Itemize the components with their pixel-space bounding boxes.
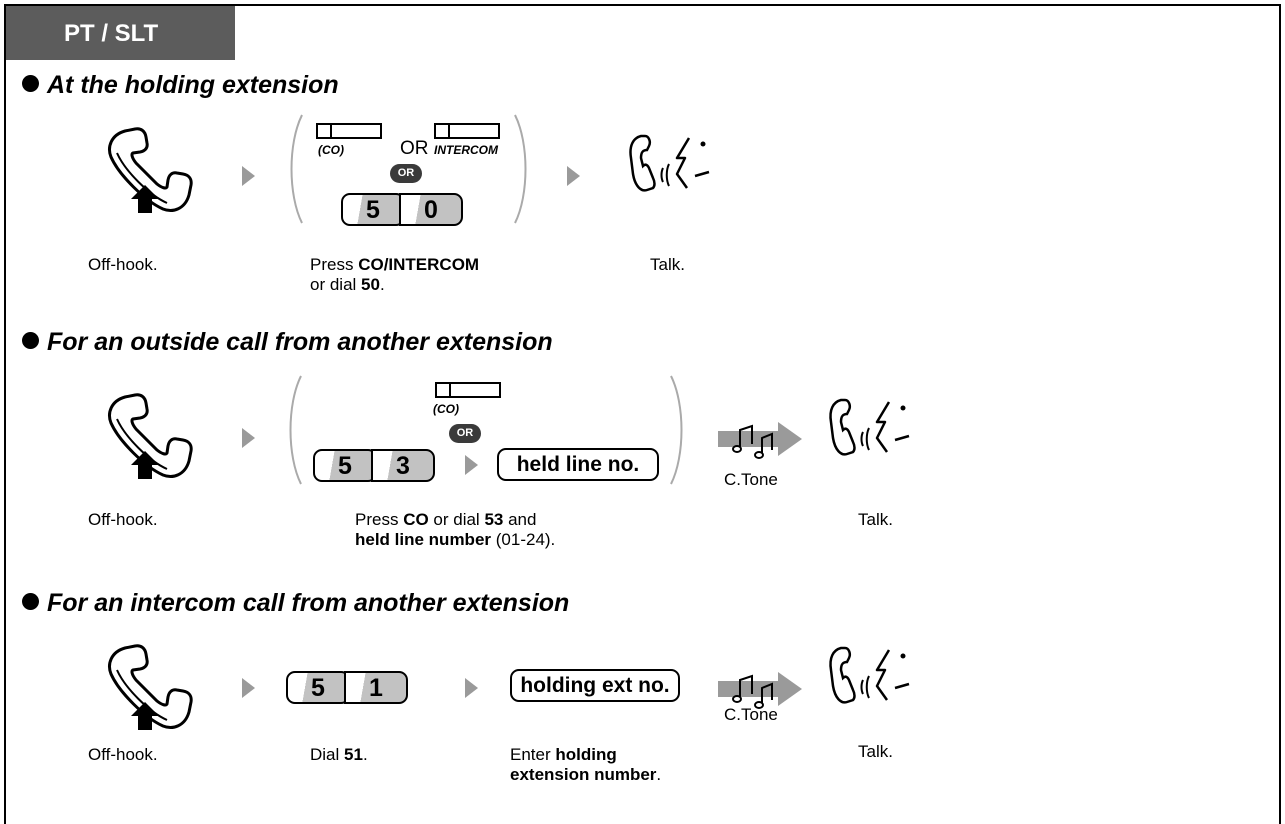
caption-press: Press CO or dial 53 and held line number… — [355, 510, 556, 549]
section-2-title: For an outside call from another extensi… — [22, 328, 553, 357]
confirmation-tone-icon — [718, 672, 802, 709]
option-bracket — [289, 375, 683, 485]
off-hook-handset-icon — [108, 644, 193, 730]
bullet-icon — [22, 332, 39, 349]
caption-enter: Enter holding extension number. — [510, 745, 662, 784]
arrow-icon — [465, 455, 478, 475]
confirmation-tone-icon — [718, 422, 802, 459]
talk-icon — [829, 398, 910, 456]
caption-offhook: Off-hook. — [88, 745, 158, 764]
caption-offhook: Off-hook. — [88, 510, 158, 529]
section-1-title: At the holding extension — [22, 71, 339, 100]
caption-press: Press CO/INTERCOM or dial 50. — [310, 255, 480, 294]
header-tab: PT / SLT — [6, 6, 235, 60]
arrow-icon — [242, 678, 255, 698]
off-hook-handset-icon — [108, 127, 193, 213]
intercom-key-label: INTERCOM — [434, 143, 498, 157]
co-key-label: (CO) — [318, 143, 344, 157]
header-title: PT / SLT — [64, 20, 159, 47]
co-key-label: (CO) — [433, 402, 459, 416]
holding-ext-key: holding ext no. — [510, 669, 680, 702]
arrow-icon — [242, 166, 255, 186]
or-badge: OR — [449, 424, 481, 443]
bullet-icon — [22, 593, 39, 610]
digit-key: 3 — [371, 449, 435, 482]
arrow-icon — [242, 428, 255, 448]
digit-key: 5 — [341, 193, 405, 226]
or-badge: OR — [390, 164, 422, 183]
option-bracket — [290, 114, 527, 224]
co-line-key-icon — [316, 123, 382, 139]
dial-50-keys: 5 0 — [341, 193, 469, 228]
bullet-icon — [22, 75, 39, 92]
talk-icon — [629, 134, 710, 192]
page-frame — [4, 4, 1281, 824]
off-hook-handset-icon — [108, 393, 193, 479]
caption-talk: Talk. — [858, 510, 893, 529]
digit-key: 5 — [313, 449, 377, 482]
caption-talk: Talk. — [650, 255, 685, 274]
section-3-title: For an intercom call from another extens… — [22, 589, 569, 618]
arrow-icon — [567, 166, 580, 186]
or-text: OR — [400, 138, 429, 159]
digit-key: 1 — [344, 671, 408, 704]
talk-icon — [829, 646, 910, 704]
dial-51-keys: 5 1 — [286, 671, 414, 706]
caption-talk: Talk. — [858, 742, 893, 761]
digit-key: 5 — [286, 671, 350, 704]
digit-key: 0 — [399, 193, 463, 226]
c-tone-label: C.Tone — [724, 470, 778, 489]
held-line-key: held line no. — [497, 448, 659, 481]
co-line-key-icon — [435, 382, 501, 398]
caption-dial: Dial 51. — [310, 745, 368, 764]
dial-53-keys: 5 3 — [313, 449, 441, 484]
caption-offhook: Off-hook. — [88, 255, 158, 274]
intercom-line-key-icon — [434, 123, 500, 139]
c-tone-label: C.Tone — [724, 705, 778, 724]
arrow-icon — [465, 678, 478, 698]
